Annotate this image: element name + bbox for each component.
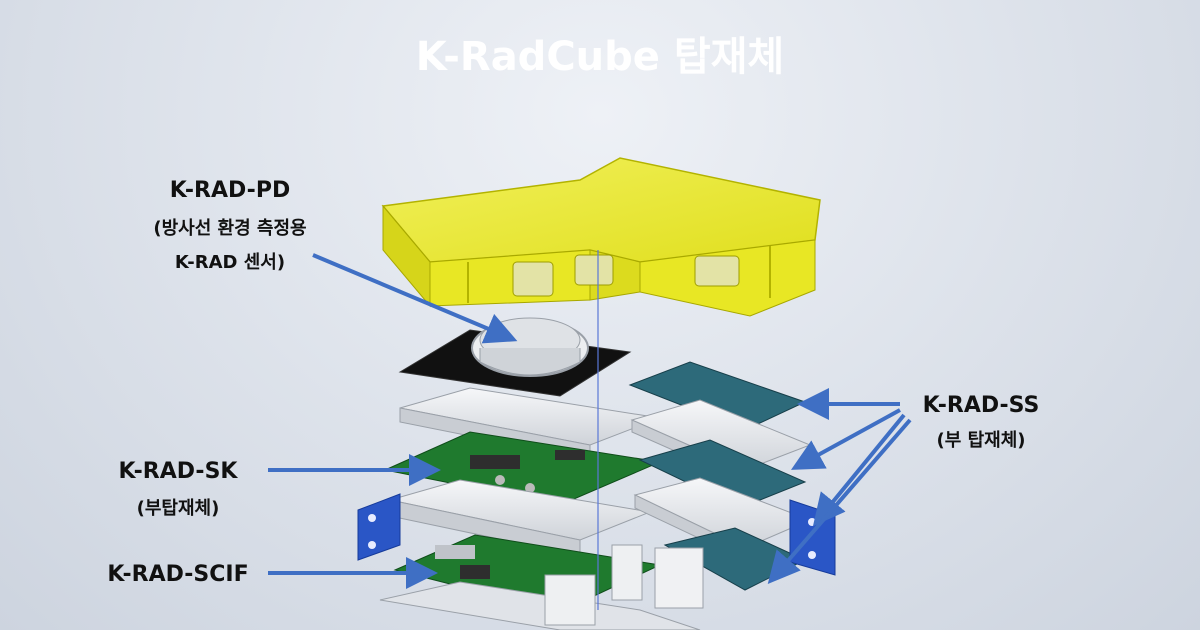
label-ss: K-RAD-SS (부 탑재체) <box>923 393 1040 451</box>
arrow-ss-2 <box>790 408 901 470</box>
pd-sensor-plate <box>398 317 632 397</box>
page-title: K-RadCube 탑재체 <box>416 34 784 80</box>
label-scif-name: K-RAD-SCIF <box>107 562 248 587</box>
arrow-ss-3 <box>812 413 906 527</box>
label-pd-line2: K-RAD 센서) <box>175 252 285 273</box>
label-pd: K-RAD-PD (방사선 환경 측정용 K-RAD 센서) <box>153 178 306 273</box>
arrow-ss-4 <box>767 418 912 585</box>
label-sk-line1: (부탑재체) <box>137 498 220 519</box>
label-sk-name: K-RAD-SK <box>119 459 239 484</box>
label-ss-line1: (부 탑재체) <box>937 430 1026 451</box>
label-pd-line1: (방사선 환경 측정용 <box>153 217 306 239</box>
label-scif: K-RAD-SCIF <box>107 562 248 587</box>
callout-arrows <box>268 253 912 589</box>
yellow-cover <box>381 157 821 317</box>
label-sk: K-RAD-SK (부탑재체) <box>119 459 239 519</box>
label-ss-name: K-RAD-SS <box>923 393 1040 418</box>
satellite-assembly-illustration <box>357 157 836 630</box>
left-stack <box>357 387 701 630</box>
arrow-pd <box>312 253 518 344</box>
right-stack <box>544 361 836 626</box>
label-pd-name: K-RAD-PD <box>170 178 290 203</box>
